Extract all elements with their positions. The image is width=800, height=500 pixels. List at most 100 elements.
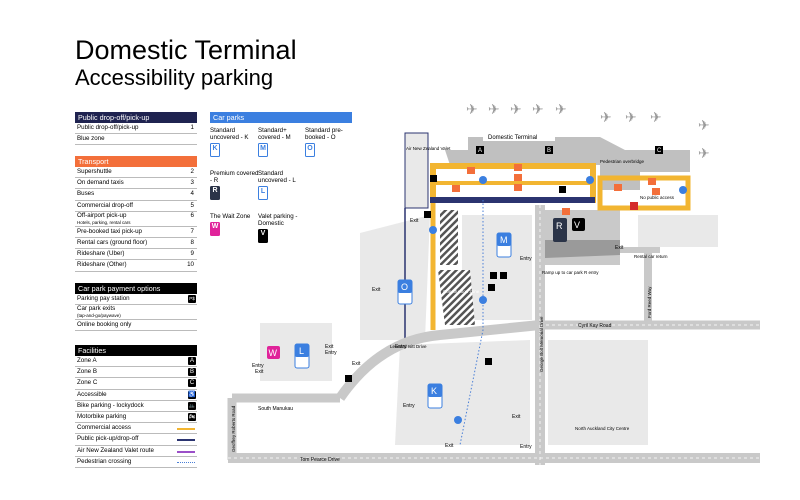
car-park-k-icon: K bbox=[210, 143, 220, 157]
air-nz-valet-label: Air New Zealand Valet bbox=[406, 146, 451, 151]
accessible-icon: ♿ bbox=[188, 390, 196, 399]
legend-header: Car park payment options bbox=[75, 283, 197, 294]
pedestrian-icon bbox=[454, 416, 462, 424]
legend-row: Motorbike parking🏍 bbox=[75, 412, 197, 424]
carpark-k-area bbox=[395, 340, 530, 445]
page-title: Domestic Terminal bbox=[75, 35, 297, 65]
car-park-o-icon: O bbox=[305, 143, 315, 157]
accessible-icon bbox=[490, 272, 497, 279]
transport-marker bbox=[467, 167, 475, 174]
map-carpark-v: V bbox=[572, 218, 585, 231]
north-auckland-label: North Auckland City Centre bbox=[575, 426, 630, 431]
legend-payment: Car park payment options Parking pay sta… bbox=[75, 283, 197, 332]
ford-reed-label: Ford Reed Way bbox=[647, 286, 652, 318]
legend-header: Facilities bbox=[75, 345, 197, 356]
accessible-icon bbox=[559, 186, 566, 193]
zone-a-marker bbox=[476, 146, 484, 154]
car-park-w-icon: W bbox=[210, 222, 220, 236]
pay-station-icon: P$ bbox=[188, 295, 196, 303]
transport-marker bbox=[648, 178, 656, 185]
map-carpark-o-label: O bbox=[401, 282, 408, 292]
transport-marker bbox=[514, 174, 522, 181]
map-carpark-m-label: M bbox=[500, 235, 508, 245]
car-park-l-icon: L bbox=[258, 186, 268, 200]
page-subtitle: Accessibility parking bbox=[75, 65, 274, 90]
entry-label: Entry bbox=[395, 344, 407, 350]
construction-label: Construction zone bbox=[443, 289, 480, 294]
map-carpark-v-label: V bbox=[574, 220, 580, 230]
transport-marker bbox=[562, 208, 570, 215]
car-park-v-icon: V bbox=[258, 229, 268, 243]
pedestrian-crossing-markers bbox=[429, 176, 687, 424]
pedestrian-icon bbox=[429, 226, 437, 234]
exit-label: Exit bbox=[325, 344, 334, 350]
exit-label: Exit bbox=[512, 414, 521, 420]
legend-row: Air New Zealand Valet route bbox=[75, 446, 197, 457]
transport-marker bbox=[452, 185, 460, 192]
transport-marker bbox=[514, 184, 522, 191]
airplane-icon: ✈ bbox=[488, 101, 500, 117]
legend-row: Public pick-up/drop-off bbox=[75, 434, 197, 446]
public-line-swatch bbox=[177, 439, 195, 442]
airplane-icon: ✈ bbox=[466, 101, 478, 117]
exit-label: Exit bbox=[352, 361, 361, 367]
pedestrian-icon bbox=[479, 176, 487, 184]
east-area bbox=[548, 340, 648, 445]
car-park-m-icon: M bbox=[258, 143, 268, 157]
valet-line-swatch bbox=[177, 450, 195, 453]
cyril-kay-label: Cyril Kay Road bbox=[578, 323, 612, 329]
terminal-label-bg bbox=[483, 132, 555, 141]
zone-c-marker bbox=[655, 146, 663, 154]
geoffrey-roberts-label: Geoffrey Roberts Road bbox=[231, 405, 236, 452]
air-nz-valet-area bbox=[404, 132, 429, 209]
pedestrian-icon bbox=[479, 296, 487, 304]
accessible-icon bbox=[424, 211, 431, 218]
legend-public-dropoff: Public drop-off/pick-up Public drop-off/… bbox=[75, 112, 197, 146]
airplane-icon: ✈ bbox=[698, 117, 710, 133]
entry-label: Entry bbox=[252, 363, 264, 369]
exit-label: Exit bbox=[372, 287, 381, 293]
legend-row: Car park exits(tap-and-go/paywave) bbox=[75, 305, 197, 321]
commercial-line-swatch bbox=[177, 428, 195, 431]
aircraft-icons: ✈ ✈ ✈ ✈ ✈ ✈ ✈ ✈ ✈ ✈ bbox=[466, 101, 710, 161]
motorbike-icon: 🏍 bbox=[188, 412, 196, 421]
pedestrian-line-swatch bbox=[177, 461, 195, 463]
map-carpark-w: W bbox=[267, 346, 280, 359]
commercial-loop-east bbox=[597, 175, 691, 211]
ramp-label: Ramp up to car park R entry bbox=[542, 270, 599, 275]
construction-hatch-upper bbox=[440, 210, 458, 265]
carpark-o-area bbox=[360, 215, 430, 340]
map-carpark-o: O bbox=[397, 279, 413, 305]
accessible-icon bbox=[345, 375, 352, 382]
ramp bbox=[545, 240, 620, 258]
exit-label: Exit bbox=[445, 443, 454, 449]
accessible-icon bbox=[485, 358, 492, 365]
zone-a-label: A bbox=[478, 148, 482, 154]
transport-marker bbox=[652, 188, 660, 195]
zone-b-icon: B bbox=[188, 368, 196, 377]
legend-row: Accessible♿ bbox=[75, 390, 197, 401]
legend-header: Transport bbox=[75, 156, 197, 167]
entry-label: Entry bbox=[403, 403, 415, 409]
map-carpark-k: K bbox=[427, 383, 443, 409]
south-manukau-label: South Manukau bbox=[258, 406, 293, 412]
bike-icon: 🚲 bbox=[188, 401, 196, 410]
rental-area bbox=[638, 215, 718, 247]
airplane-icon: ✈ bbox=[532, 101, 544, 117]
airplane-icon: ✈ bbox=[510, 101, 522, 117]
transport-markers bbox=[452, 164, 660, 215]
leonard-isitt-road bbox=[335, 320, 541, 401]
